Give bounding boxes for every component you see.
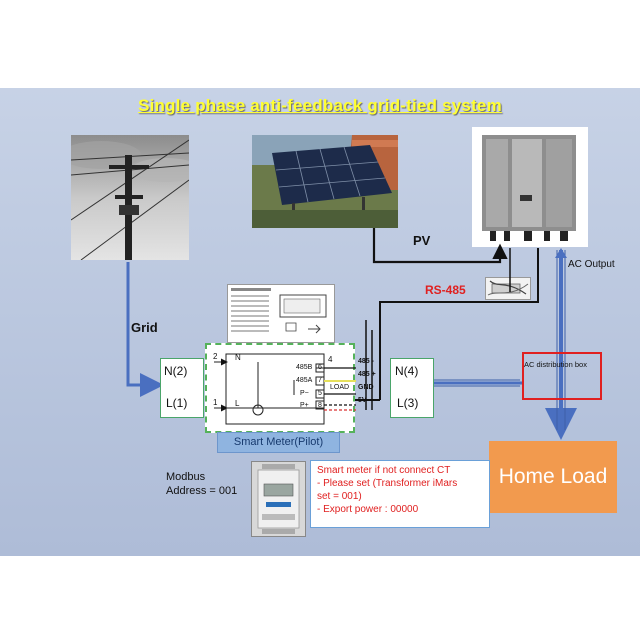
home-load-label: Home Load [498, 465, 608, 488]
meter-setting-note: Smart meter if not connect CT - Please s… [310, 460, 490, 528]
display-instruction-card [227, 284, 335, 343]
pin-1-label: 1 [213, 398, 218, 407]
num-8-label: 8 [318, 402, 322, 409]
num-6-label: 6 [318, 364, 322, 371]
utility-pole-photo [71, 135, 189, 260]
row-pplus-label: P+ [300, 402, 309, 409]
pv-wire [372, 228, 508, 264]
note-line-3: set = 001) [317, 491, 362, 502]
row-pminus-label: P− [300, 390, 309, 397]
row-485a-label: 485A [296, 377, 313, 384]
grid-feed-wire [126, 262, 164, 397]
modbus-label: Modbus [166, 471, 206, 483]
meter-input-terminal [160, 358, 204, 418]
row-load-label: LOAD [330, 384, 350, 391]
rs485-label: RS-485 [425, 283, 466, 297]
terminal-n2-label: N(2) [164, 364, 188, 378]
pin-4-label: 4 [328, 355, 333, 364]
ac-distribution-box-label: AC distribution box [524, 360, 587, 369]
terminal-l1-label: L(1) [166, 396, 188, 410]
smart-meter-schematic [205, 343, 355, 433]
note-line-2: - Please set (Transformer iMars [317, 478, 458, 489]
ac-distribution-box [522, 352, 602, 400]
terminal-l3-label: L(3) [397, 396, 419, 410]
num-7-label: 7 [318, 377, 322, 384]
sig-485-minus-label: 485 - [358, 358, 374, 365]
meter-output-terminal [390, 358, 434, 418]
modbus-address-label: Address = 001 [166, 485, 238, 497]
row-485b-label: 485B [296, 364, 313, 371]
note-line-1: Smart meter if not connect CT [317, 465, 451, 476]
rs485-device-photo [485, 277, 531, 300]
pin-n-label: N [235, 353, 241, 362]
inverter-photo [472, 127, 588, 247]
sig-5v-label: 5V [358, 397, 367, 404]
grid-label: Grid [131, 320, 158, 335]
sig-gnd-label: GND [358, 384, 374, 391]
note-line-4: - Export power : 00000 [317, 504, 419, 515]
pin-2-label: 2 [213, 352, 218, 361]
ac-output-label: AC Output [568, 259, 615, 270]
num-5-label: 5 [318, 390, 322, 397]
terminal-n4-label: N(4) [395, 364, 419, 378]
smart-meter-photo [251, 461, 306, 537]
smart-meter-caption: Smart Meter(Pilot) [217, 432, 340, 453]
sig-485-plus-label: 485 + [358, 371, 376, 378]
diagram-title: Single phase anti-feedback grid-tied sys… [138, 96, 502, 115]
pin-l-label: L [235, 399, 240, 408]
pv-label: PV [413, 233, 431, 248]
home-load-box: Home Load [489, 441, 617, 513]
rs485-wire [379, 248, 539, 400]
solar-panel-photo [252, 135, 398, 228]
